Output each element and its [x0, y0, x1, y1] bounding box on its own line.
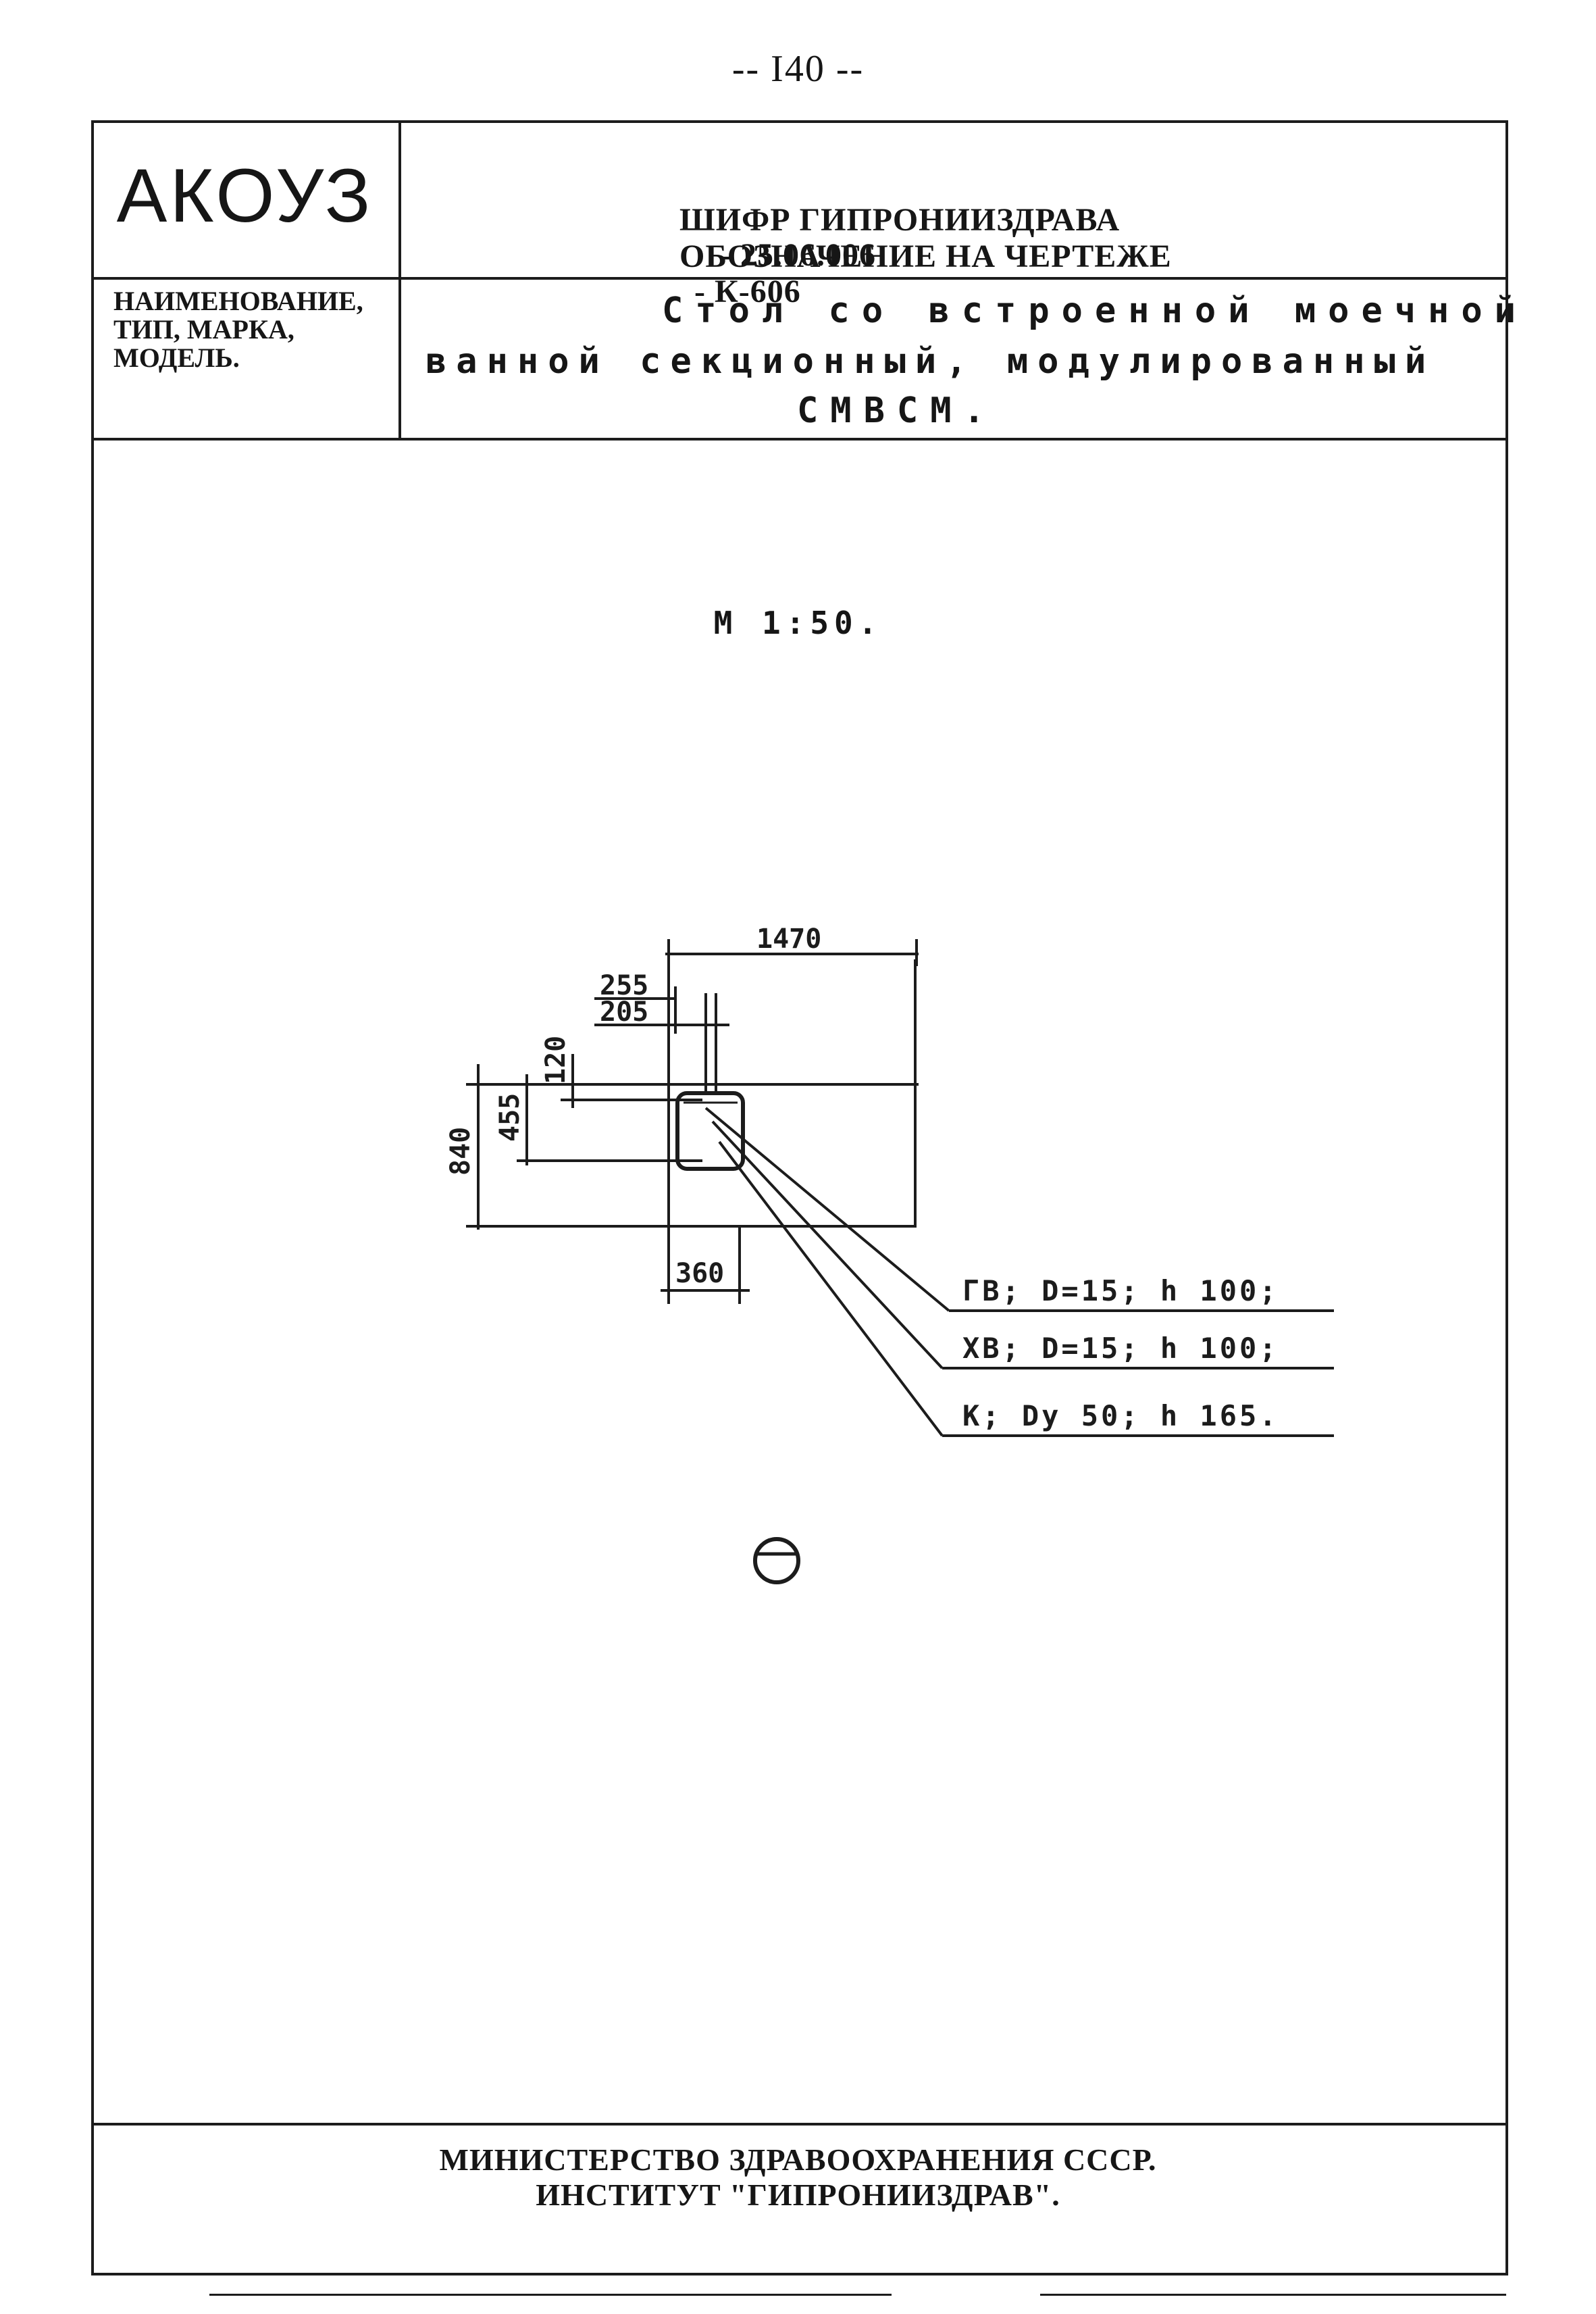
title-line-3: СМВСМ. — [797, 391, 997, 431]
title-line-2: ванной секционный, модулированный — [426, 341, 1436, 382]
footer-divider — [91, 2123, 1508, 2126]
name-label-line-3: МОДЕЛЬ. — [113, 343, 240, 373]
cipher-value: - 25.06.006 — [720, 237, 876, 273]
drain-symbol — [753, 1537, 800, 1584]
designation-row: ОБОЗНАЧЕНИЕ НА ЧЕРТЕЖЕ - К-606 — [662, 204, 1172, 309]
designation-value: - К-606 — [694, 274, 801, 309]
cipher-row: ШИФР ГИПРОНИИЗДРАВА - 25.06.006 — [662, 168, 1120, 273]
sink-basin — [675, 1091, 745, 1171]
header-row-divider — [91, 277, 1508, 280]
dim-label-1470: 1470 — [756, 924, 821, 955]
dim-label-455: 455 — [494, 1093, 525, 1142]
name-label-line-1: НАИМЕНОВАНИЕ, — [113, 286, 363, 316]
footer-institute: ИНСТИТУТ "ГИПРОНИИЗДРАВ". — [536, 2178, 1060, 2212]
bottom-stroke-right — [1040, 2294, 1506, 2296]
drawing-scale: М 1:50. — [713, 605, 883, 641]
designation-label: ОБОЗНАЧЕНИЕ НА ЧЕРТЕЖЕ — [679, 238, 1172, 274]
bottom-stroke-left — [209, 2294, 892, 2296]
footer-ministry: МИНИСТЕРСТВО ЗДРАВООХРАНЕНИЯ СССР. — [439, 2142, 1157, 2177]
dim-label-255: 255 — [600, 970, 648, 1001]
dim-label-360: 360 — [675, 1258, 724, 1289]
name-label: НАИМЕНОВАНИЕ, ТИП, МАРКА, МОДЕЛЬ. — [113, 287, 363, 372]
organization-code: АКОУЗ — [116, 153, 374, 238]
callout-hot-water: ГВ; D=15; h 100; — [962, 1274, 1279, 1307]
name-row-divider — [91, 438, 1508, 441]
callout-cold-water: ХВ; D=15; h 100; — [962, 1332, 1279, 1365]
callout-sewer: К; Dу 50; h 165. — [962, 1399, 1279, 1432]
dim-label-120: 120 — [540, 1036, 571, 1084]
table-outline — [667, 1083, 917, 1228]
name-label-line-2: ТИП, МАРКА, — [113, 314, 294, 345]
page-number: -- I40 -- — [731, 48, 865, 90]
cipher-label: ШИФР ГИПРОНИИЗДРАВА — [679, 202, 1121, 238]
sheet-frame — [91, 120, 1508, 2275]
dim-label-205: 205 — [600, 997, 648, 1028]
dim-label-840: 840 — [445, 1127, 476, 1176]
title-line-1: Стол со встроенной моечной — [662, 291, 1528, 331]
